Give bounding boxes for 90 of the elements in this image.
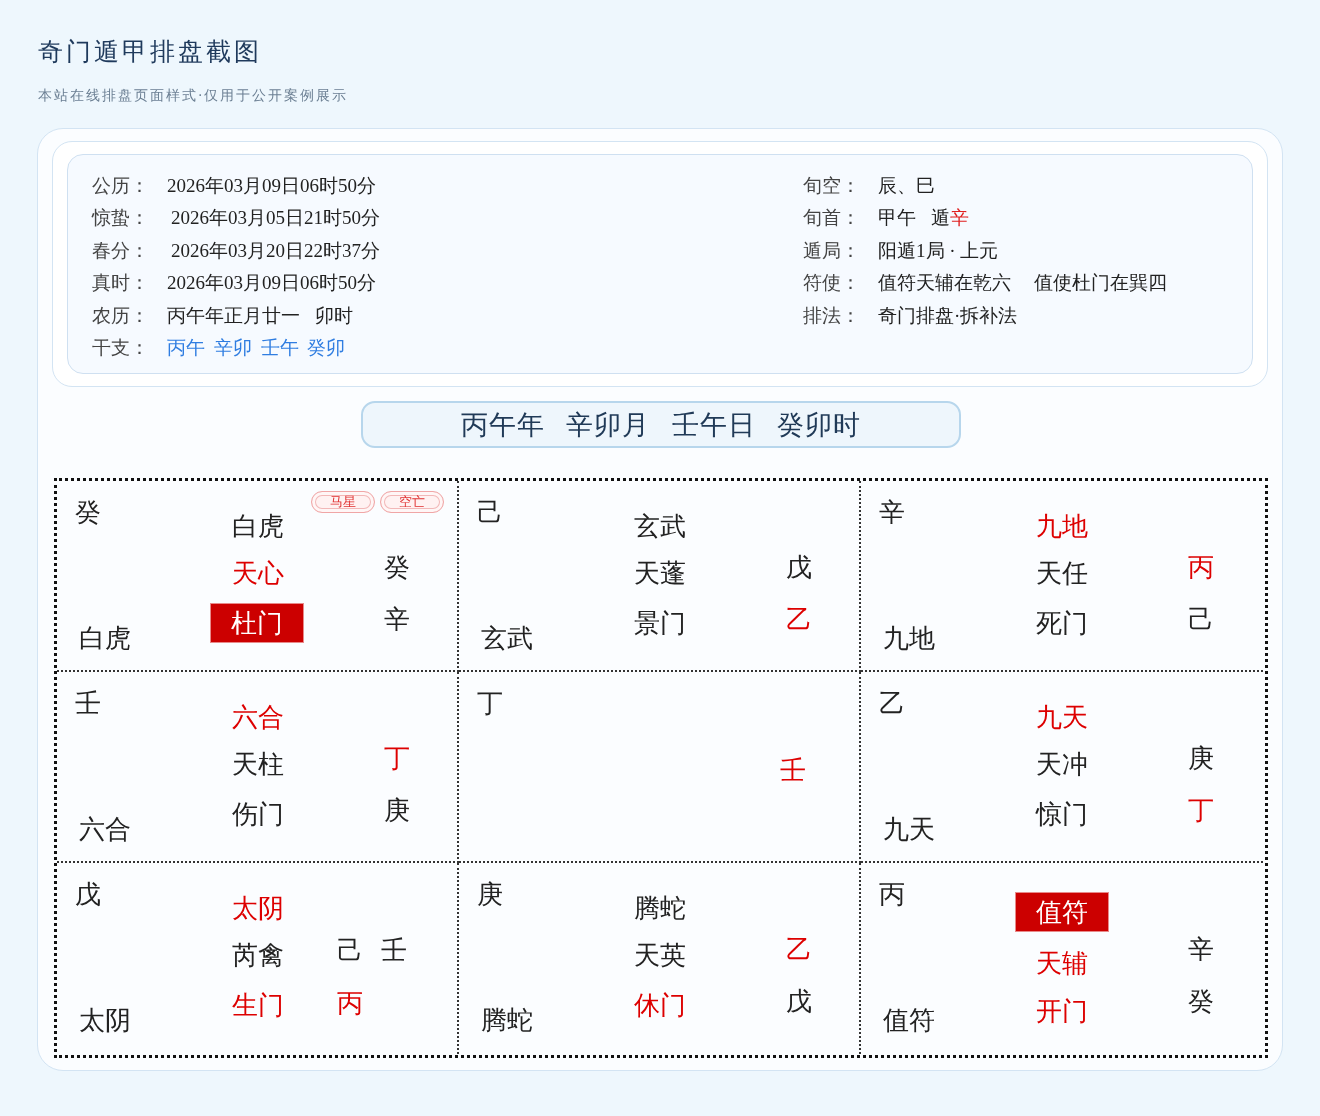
deity-highlight: 值符: [1015, 892, 1109, 932]
door-label: 伤门: [232, 801, 284, 827]
deity-label: 腾蛇: [481, 1007, 533, 1033]
stem-label: 辛: [384, 606, 410, 632]
field-label: 遁局：: [803, 240, 860, 260]
pillar-bar: 丙午年 辛卯月 壬午日 癸卯时: [361, 401, 961, 448]
stem-label: 乙: [786, 606, 812, 632]
field-value: 甲午 遁辛: [878, 207, 969, 227]
stem-label: 辛: [879, 499, 905, 525]
field-label: 旬空：: [803, 175, 860, 195]
door-label: 惊门: [1036, 801, 1088, 827]
door-highlight: 杜门: [210, 603, 304, 643]
status-badge: 马星: [311, 491, 375, 513]
stem-label: 丁: [384, 745, 410, 771]
stem-label: 壬: [381, 937, 407, 963]
deity-label: 玄武: [634, 513, 686, 539]
stem-label: 戊: [786, 988, 812, 1014]
stem-label: 乙: [786, 936, 812, 962]
stem-label: 丙: [337, 990, 363, 1016]
deity-label: 九天: [1036, 704, 1088, 730]
stem-label: 丁: [1188, 797, 1214, 823]
door-label: 景门: [634, 610, 686, 636]
deity-label: 腾蛇: [634, 895, 686, 921]
field-value: 丙午 辛卯 壬午 癸卯: [167, 337, 346, 357]
deity-label: 六合: [232, 704, 284, 730]
palace-cell: [57, 481, 459, 672]
deity-label: 九地: [883, 625, 935, 651]
field-value: 辰、巳: [878, 175, 935, 195]
stem-label: 庚: [384, 797, 410, 823]
deity-label: 值符: [883, 1007, 935, 1033]
star-label: 天辅: [1036, 950, 1088, 976]
stem-label: 丙: [1188, 554, 1214, 580]
stem-label: 戊: [75, 881, 101, 907]
field-label: 春分：: [92, 240, 149, 260]
star-label: 天蓬: [634, 560, 686, 586]
stem-label: 癸: [75, 499, 101, 525]
field-value: 2026年03月09日06时50分: [167, 175, 376, 195]
star-label: 芮禽: [232, 942, 284, 968]
deity-label: 九天: [883, 816, 935, 842]
field-label: 真时：: [92, 272, 149, 292]
subtitle: 本站在线排盘页面样式·仅用于公开案例展示: [38, 86, 349, 105]
door-label: 开门: [1036, 998, 1088, 1024]
palace-cell: [459, 481, 861, 672]
deity-label: 太阴: [232, 895, 284, 921]
palace-cell: [459, 672, 861, 863]
page-title: 奇门遁甲排盘截图: [38, 37, 262, 67]
field-label: 干支：: [92, 337, 149, 357]
stem-label: 戊: [786, 554, 812, 580]
star-label: 天柱: [232, 751, 284, 777]
deity-label: 玄武: [481, 625, 533, 651]
field-value: 2026年03月05日21时50分: [171, 207, 380, 227]
star-label: 天冲: [1036, 751, 1088, 777]
stem-label: 丁: [477, 690, 503, 716]
star-label: 天心: [232, 560, 284, 586]
field-label: 公历：: [92, 175, 149, 195]
status-badge: 空亡: [380, 491, 444, 513]
stem-label: 己: [337, 937, 363, 963]
stem-label: 壬: [780, 757, 806, 783]
door-label: 生门: [232, 992, 284, 1018]
field-value: 奇门排盘·拆补法: [878, 305, 1018, 325]
deity-label: 太阴: [79, 1007, 131, 1033]
field-value: 值符天辅在乾六 值使杜门在巽四: [878, 272, 1167, 292]
field-label: 惊蛰：: [92, 207, 149, 227]
stem-label: 乙: [879, 690, 905, 716]
door-label: 死门: [1036, 610, 1088, 636]
stem-label: 癸: [1188, 988, 1214, 1014]
field-value: 丙午年正月廿一 卯时: [167, 305, 353, 325]
deity-label: 白虎: [232, 513, 284, 539]
field-label: 旬首：: [803, 207, 860, 227]
deity-label: 九地: [1036, 513, 1088, 539]
stem-label: 庚: [1188, 745, 1214, 771]
star-label: 天任: [1036, 560, 1088, 586]
stem-label: 庚: [477, 881, 503, 907]
field-label: 排法：: [803, 305, 860, 325]
stem-label: 辛: [1188, 936, 1214, 962]
star-label: 天英: [634, 942, 686, 968]
field-value: 阳遁1局 · 上元: [878, 240, 999, 260]
stem-label: 己: [1188, 606, 1214, 632]
field-label: 符使：: [803, 272, 860, 292]
palace-cell: [57, 672, 459, 863]
field-label: 农历：: [92, 305, 149, 325]
stem-label: 癸: [384, 554, 410, 580]
door-label: 休门: [634, 992, 686, 1018]
stem-label: 壬: [75, 690, 101, 716]
deity-label: 六合: [79, 816, 131, 842]
field-value: 2026年03月20日22时37分: [171, 240, 380, 260]
field-value: 2026年03月09日06时50分: [167, 272, 376, 292]
deity-label: 白虎: [79, 625, 131, 651]
stem-label: 己: [477, 499, 503, 525]
stem-label: 丙: [879, 881, 905, 907]
